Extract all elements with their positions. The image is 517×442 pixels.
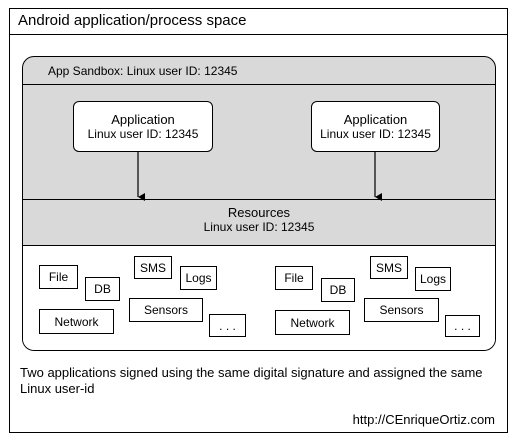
application-user-id: Linux user ID: 12345 bbox=[320, 127, 431, 141]
resource-file: File bbox=[39, 265, 78, 289]
resource-sensors: Sensors bbox=[364, 298, 439, 322]
resources-user-id: Linux user ID: 12345 bbox=[203, 220, 315, 234]
resource-sms: SMS bbox=[370, 256, 408, 279]
sandbox-divider-top bbox=[23, 84, 495, 85]
application-box-left: Application Linux user ID: 12345 bbox=[73, 101, 213, 152]
title-divider bbox=[9, 34, 508, 35]
resource-logs: Logs bbox=[180, 266, 217, 290]
process-space-frame bbox=[9, 8, 508, 433]
resource-network: Network bbox=[275, 310, 350, 335]
caption: Two applications signed using the same d… bbox=[20, 365, 483, 396]
application-title: Application bbox=[111, 112, 175, 127]
credit-url: http://CEnriqueOrtiz.com bbox=[352, 412, 495, 427]
sandbox-divider-resources-bottom bbox=[23, 245, 495, 246]
resource-more: . . . bbox=[445, 315, 480, 337]
resource-logs: Logs bbox=[415, 267, 451, 291]
resource-db: DB bbox=[85, 277, 120, 301]
resource-network: Network bbox=[39, 309, 114, 334]
sandbox-divider-resources-top bbox=[23, 199, 495, 200]
application-user-id: Linux user ID: 12345 bbox=[87, 127, 199, 141]
resources-label: Resources Linux user ID: 12345 bbox=[22, 205, 496, 234]
application-title: Application bbox=[343, 112, 408, 127]
resource-db: DB bbox=[321, 278, 355, 302]
resource-sms: SMS bbox=[134, 256, 172, 279]
application-box-right: Application Linux user ID: 12345 bbox=[311, 101, 440, 152]
process-space-title: Android application/process space bbox=[18, 12, 247, 29]
resource-file: File bbox=[275, 266, 313, 290]
resource-sensors: Sensors bbox=[129, 298, 203, 322]
resources-title: Resources bbox=[227, 205, 291, 220]
resource-more: . . . bbox=[209, 314, 246, 337]
sandbox-title: App Sandbox: Linux user ID: 12345 bbox=[48, 64, 238, 78]
